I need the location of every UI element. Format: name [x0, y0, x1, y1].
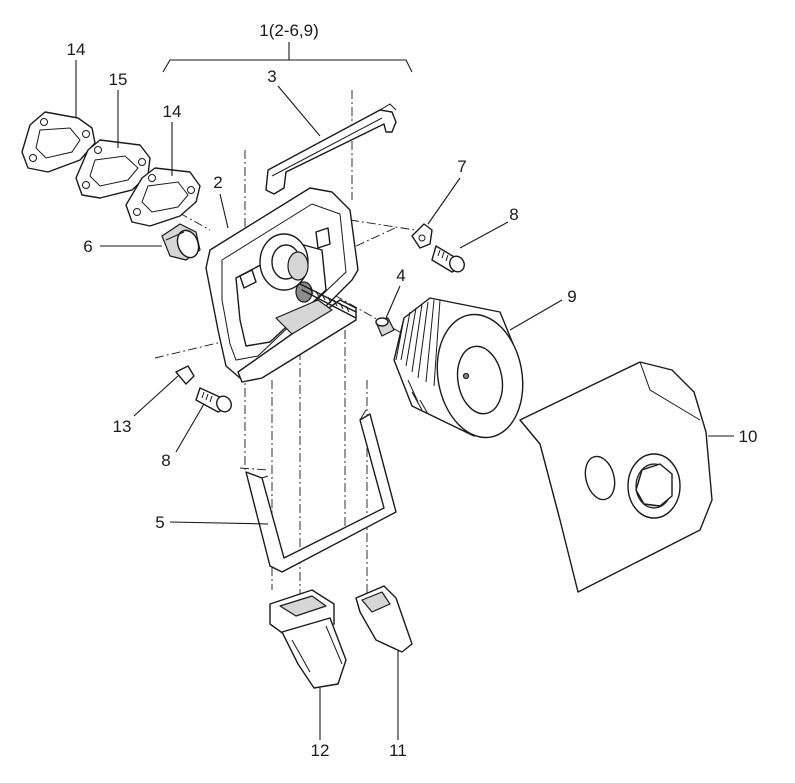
- part-8-screw-lower: [195, 387, 232, 413]
- callout-10: 10: [739, 427, 758, 446]
- part-2-housing: [205, 187, 359, 383]
- callout-4: 4: [396, 266, 405, 285]
- callout-14b: 14: [163, 102, 182, 121]
- part-7-washer: [411, 223, 433, 249]
- callout-labels: 14 15 14 3 2 6 7 8 4 9 10 13 8 5 12 11: [67, 40, 758, 760]
- callout-leaders: [75, 60, 734, 740]
- part-11-duct: [355, 585, 413, 653]
- part-4-spacer: [375, 317, 395, 337]
- part-8-screw-upper: [431, 245, 465, 273]
- callout-2: 2: [213, 173, 222, 192]
- part-3-bracket: [265, 103, 397, 195]
- callout-15: 15: [109, 70, 128, 89]
- part-9-air-filter: [393, 297, 524, 439]
- callout-12: 12: [311, 741, 330, 760]
- part-12-intake-elbow: [269, 589, 347, 689]
- callout-8b: 8: [161, 451, 170, 470]
- callout-3: 3: [267, 67, 276, 86]
- callout-8a: 8: [509, 205, 518, 224]
- part-10-cover: [519, 361, 713, 593]
- callout-13: 13: [113, 417, 132, 436]
- callout-7: 7: [457, 157, 466, 176]
- callout-11: 11: [389, 741, 407, 760]
- callout-6: 6: [83, 237, 92, 256]
- assembly-label: 1(2-6,9): [259, 21, 319, 40]
- callout-9: 9: [567, 287, 576, 306]
- part-5-seal: [245, 409, 397, 573]
- part-6-plug: [161, 223, 201, 261]
- callout-14a: 14: [67, 40, 86, 59]
- part-13-clip: [175, 365, 195, 385]
- callout-5: 5: [155, 513, 164, 532]
- assembly-group-bracket: 1(2-6,9): [162, 21, 413, 73]
